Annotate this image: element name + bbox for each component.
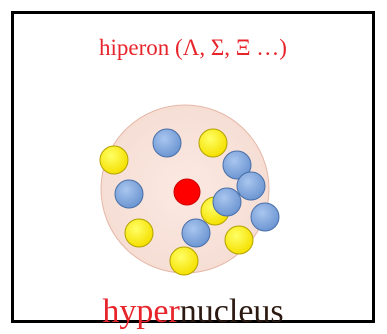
hyperon-particle — [173, 178, 201, 206]
nucleon-blue — [181, 218, 211, 248]
nucleon-blue — [222, 150, 252, 180]
nucleon-blue — [114, 179, 144, 209]
nucleon-blue — [152, 128, 182, 158]
nucleon-blue — [236, 171, 266, 201]
nucleon-yellow — [224, 225, 254, 255]
nucleon-yellow — [169, 246, 199, 276]
nucleon-yellow — [99, 145, 129, 175]
hypernucleus-prefix: hyper — [102, 293, 180, 330]
diagram-frame: hiperon (Λ, Σ, Ξ …) — [11, 11, 375, 330]
nucleon-yellow — [198, 128, 228, 158]
nucleon-blue — [250, 202, 280, 232]
hypernucleus-diagram — [99, 104, 280, 276]
nucleon-blue — [212, 187, 242, 217]
hypernucleus-label: hypernucleus — [14, 292, 372, 332]
hyperon-label: hiperon (Λ, Σ, Ξ …) — [14, 34, 372, 62]
hypernucleus-suffix: nucleus — [179, 293, 284, 330]
hyperon-label-text: hiperon (Λ, Σ, Ξ …) — [99, 35, 287, 60]
nucleon-yellow — [124, 218, 154, 248]
